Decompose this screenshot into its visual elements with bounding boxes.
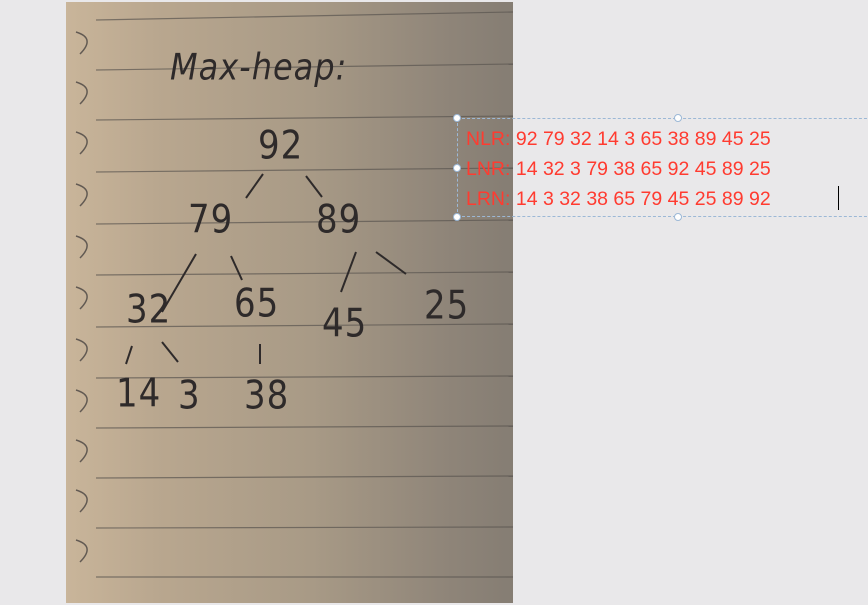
tree-edges <box>125 173 407 365</box>
text-caret <box>838 186 839 210</box>
heap-title: Max-heap: <box>170 45 348 89</box>
node-l1-left: 79 <box>188 197 234 243</box>
resize-handle-top[interactable] <box>674 114 682 122</box>
node-l3-a: 14 <box>116 371 162 417</box>
notebook-lines <box>75 11 513 578</box>
node-l1-right: 89 <box>316 197 362 243</box>
resize-handle-bottom-left[interactable] <box>453 213 461 221</box>
nlr-line[interactable]: NLR: 92 79 32 14 3 65 38 89 45 25 <box>466 128 771 150</box>
node-l2-b: 65 <box>234 281 280 327</box>
node-root: 92 <box>258 123 304 169</box>
node-l2-d: 25 <box>424 283 470 329</box>
notebook-photo: Max-heap: 92 79 89 32 65 45 25 14 3 38 <box>66 2 513 603</box>
lnr-line[interactable]: LNR: 14 32 3 79 38 65 92 45 89 25 <box>466 158 771 180</box>
node-l2-a: 32 <box>126 287 172 333</box>
node-l3-b: 3 <box>178 373 201 419</box>
lrn-line[interactable]: LRN: 14 3 32 38 65 79 45 25 89 92 <box>466 188 771 210</box>
resize-handle-bottom[interactable] <box>674 213 682 221</box>
resize-handle-top-left[interactable] <box>453 114 461 122</box>
node-l2-c: 45 <box>322 301 368 347</box>
traversal-textbox[interactable] <box>453 114 868 221</box>
resize-handle-left[interactable] <box>453 164 461 172</box>
node-l3-c: 38 <box>244 373 290 419</box>
